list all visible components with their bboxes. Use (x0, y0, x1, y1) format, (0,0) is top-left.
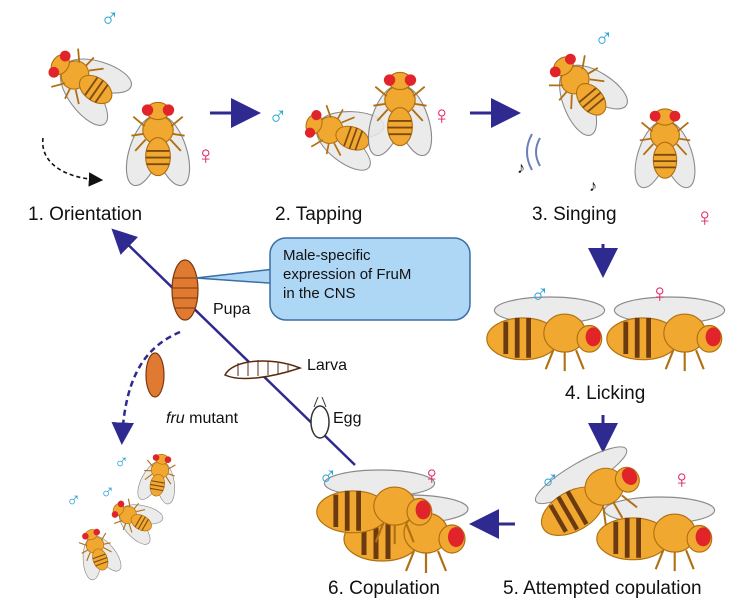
male-symbol-5: ♂ (540, 466, 560, 492)
stage-label-singing: 3. Singing (532, 204, 617, 226)
male-symbol-mutant-3: ♂ (66, 490, 81, 510)
female-symbol-6: ♀ (422, 462, 442, 488)
label-egg: Egg (333, 410, 361, 428)
male-symbol-mutant-1: ♂ (114, 452, 129, 472)
music-note-icon-2: ♪ (589, 178, 597, 196)
fly-mutant-3 (68, 522, 128, 585)
fly-female-tapping (361, 72, 439, 159)
female-symbol-5: ♀ (672, 466, 692, 492)
callout-line-2: expression of FruM (283, 265, 468, 284)
sound-waves (527, 134, 540, 170)
female-symbol-2: ♀ (432, 102, 452, 128)
male-symbol-1: ♂ (100, 4, 120, 30)
stage-label-orientation: 1. Orientation (28, 204, 142, 226)
female-symbol-1: ♀ (196, 142, 216, 168)
music-note-icon: ♪ (517, 160, 525, 178)
callout-line-1: Male-specific (283, 246, 468, 265)
fly-female-orientation (119, 102, 197, 189)
stage-label-tapping: 2. Tapping (275, 204, 362, 226)
fru-gene-italic: fru (166, 410, 185, 427)
female-symbol-3: ♀ (695, 204, 715, 230)
label-fru-mutant: fru mutant (166, 410, 238, 428)
male-symbol-mutant-2: ♂ (100, 482, 115, 502)
callout-text: Male-specific expression of FruM in the … (283, 246, 468, 303)
male-symbol-6: ♂ (318, 462, 338, 488)
male-symbol-2: ♂ (268, 102, 288, 128)
stage-label-licking: 4. Licking (565, 383, 645, 405)
fly-male-licking (487, 297, 605, 371)
pupa-icon (172, 260, 198, 320)
label-pupa: Pupa (213, 301, 250, 319)
fly-female-singing (628, 109, 702, 192)
orientation-turn-arrow (43, 138, 100, 180)
fly-female-attempted (597, 497, 715, 571)
male-symbol-3: ♂ (594, 24, 614, 50)
stage-label-attempted-copulation: 5. Attempted copulation (503, 578, 702, 600)
larva-icon (225, 361, 300, 379)
label-larva: Larva (307, 357, 347, 375)
fly-mutant-1 (132, 450, 185, 508)
fly-female-licking (607, 297, 725, 371)
mutant-word: mutant (185, 410, 238, 427)
callout-line-3: in the CNS (283, 284, 468, 303)
female-symbol-4: ♀ (650, 280, 670, 306)
egg-icon (311, 406, 329, 438)
mutant-pupa-icon (146, 353, 164, 397)
fly-male-orientation (32, 30, 142, 138)
male-symbol-4: ♂ (530, 280, 550, 306)
stage-label-copulation: 6. Copulation (328, 578, 440, 600)
fly-male-singing (530, 36, 640, 147)
